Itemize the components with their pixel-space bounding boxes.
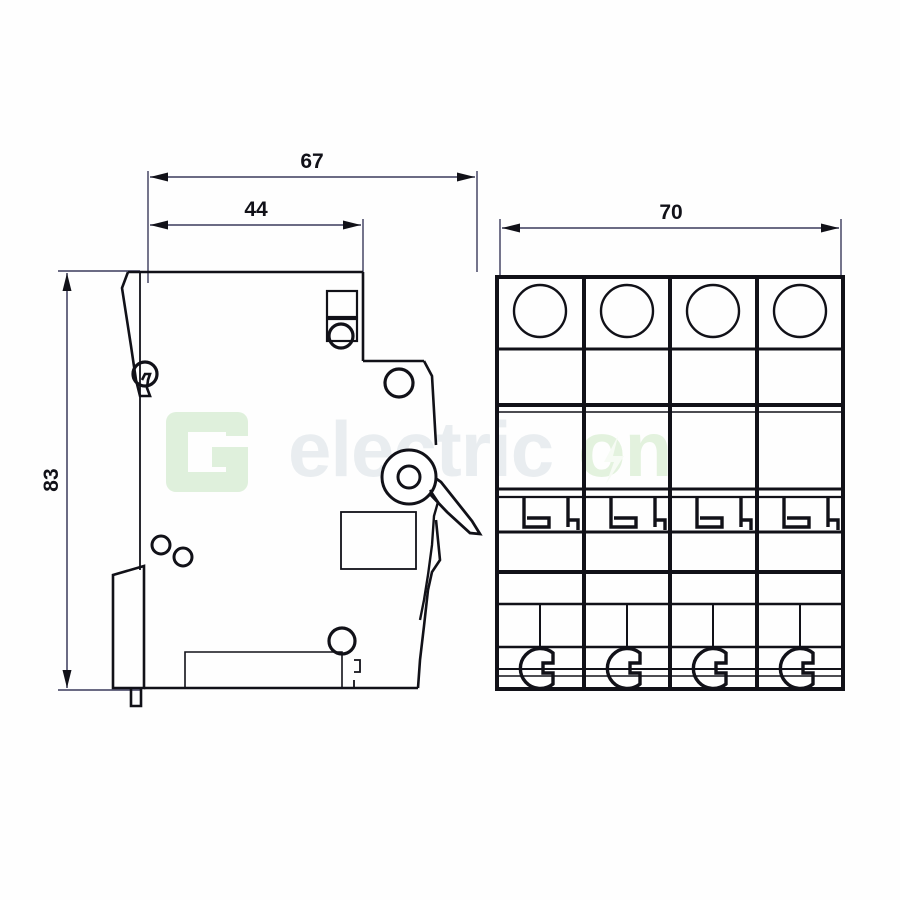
lever-shank xyxy=(418,489,440,621)
terminal-screw-pole-3 xyxy=(691,646,728,691)
terminal-screw-hole-mid xyxy=(383,367,415,399)
label-recess xyxy=(184,651,343,689)
sealing-hole-1 xyxy=(150,534,172,556)
side-right-contour xyxy=(422,360,438,446)
toggle-slot-pole-4 xyxy=(782,497,811,529)
dimension-value-83: 83 xyxy=(40,468,63,491)
toggle-slot-pole-1 xyxy=(522,497,551,529)
terminal-screw-pole-1 xyxy=(518,646,555,691)
arrow-83-top xyxy=(62,273,72,291)
pole-1 xyxy=(512,283,580,691)
arrow-67-right xyxy=(457,172,475,182)
din-rail-clip xyxy=(120,271,152,398)
front-view xyxy=(495,275,845,691)
toggle-slot-pole-2 xyxy=(609,497,638,529)
side-bottom-right-notch xyxy=(353,659,361,688)
terminal-screw-pole-4 xyxy=(778,646,815,691)
watermark-text-accent: on xyxy=(578,405,671,493)
toggle-slot-tab-pole-4 xyxy=(826,497,840,530)
dimension-layer xyxy=(58,171,842,691)
arrow-44-right xyxy=(343,220,361,230)
arrow-70-right xyxy=(821,223,839,233)
arrow-83-bottom xyxy=(62,670,72,688)
pole-4 xyxy=(772,283,840,691)
arrow-44-left xyxy=(150,220,168,230)
indicator-window xyxy=(325,289,359,319)
toggle-slot-tab-pole-1 xyxy=(566,497,580,530)
arrow-67-left xyxy=(150,172,168,182)
indicator-window-lower xyxy=(325,317,359,343)
arrow-70-left xyxy=(502,223,520,233)
toggle-lever xyxy=(422,466,483,536)
dimension-value-44: 44 xyxy=(244,198,268,221)
sealing-hole-2 xyxy=(172,546,194,568)
pole-2 xyxy=(599,283,667,691)
pivot-center-hole xyxy=(396,464,422,490)
mounting-foot xyxy=(111,564,146,690)
toggle-slot-pole-3 xyxy=(695,497,724,529)
toggle-slot-tab-pole-2 xyxy=(653,497,667,530)
toggle-slot-tab-pole-3 xyxy=(739,497,753,530)
electricon-logo xyxy=(166,412,248,492)
terminal-screw-pole-2 xyxy=(605,646,642,691)
terminal-screw-hole-top xyxy=(327,322,355,350)
dimension-arrows xyxy=(62,172,839,688)
body-inner-block xyxy=(340,511,417,570)
side-view xyxy=(111,270,483,708)
terminal-hole-pole-4 xyxy=(772,283,828,339)
mounting-tab xyxy=(129,688,143,708)
lightning-bolt-icon xyxy=(604,436,624,484)
pole-3 xyxy=(685,283,753,691)
upper-terminal-hole xyxy=(131,360,159,388)
terminal-hole-pole-2 xyxy=(599,283,655,339)
dimension-value-70: 70 xyxy=(659,201,682,224)
lower-terminal-hole xyxy=(327,626,357,656)
dimension-value-67: 67 xyxy=(300,150,323,173)
terminal-hole-pole-1 xyxy=(512,283,568,339)
side-lower-right-contour xyxy=(416,519,442,689)
terminal-hole-pole-3 xyxy=(685,283,741,339)
